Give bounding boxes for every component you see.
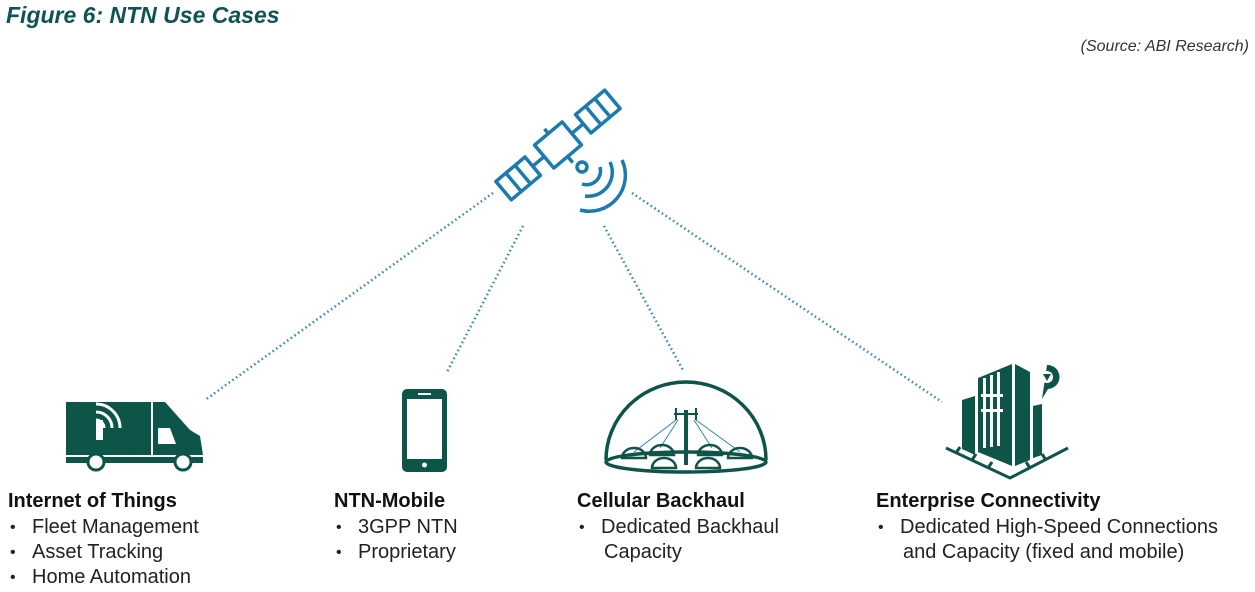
- satellite-icon: [494, 88, 628, 213]
- use-case-heading: NTN-Mobile: [334, 490, 446, 512]
- use-case-cellular-backhaul: Cellular Backhaul Dedicated Backhaul Cap…: [577, 490, 779, 565]
- building-location-icon: [945, 364, 1069, 480]
- use-case-heading: Internet of Things: [8, 490, 177, 512]
- list-item: 3GPP NTN: [334, 515, 458, 540]
- figure-source: (Source: ABI Research): [1080, 38, 1249, 55]
- use-case-enterprise: Enterprise Connectivity Dedicated High-S…: [876, 490, 1218, 565]
- list-item-continuation: and Capacity (fixed and mobile): [903, 541, 1185, 563]
- use-case-ntn-mobile: NTN-Mobile 3GPP NTN Proprietary: [334, 490, 458, 565]
- use-case-heading: Enterprise Connectivity: [876, 490, 1101, 512]
- list-item: Dedicated High-Speed Connections: [876, 515, 1218, 540]
- cell-tower-dome-icon: [604, 380, 768, 474]
- list-item: Home Automation: [8, 565, 199, 590]
- list-item-continuation: Capacity: [604, 541, 682, 563]
- use-case-iot: Internet of Things Fleet Management Asse…: [8, 490, 199, 590]
- link-backhaul: [602, 225, 686, 373]
- figure-title: Figure 6: NTN Use Cases: [6, 2, 280, 28]
- list-item: Fleet Management: [8, 515, 199, 540]
- link-enterprise: [631, 191, 943, 404]
- list-item: Asset Tracking: [8, 540, 199, 565]
- smartphone-icon: [402, 389, 447, 472]
- link-mobile: [445, 225, 525, 373]
- use-case-heading: Cellular Backhaul: [577, 490, 745, 512]
- truck-icon: [66, 402, 203, 472]
- link-iot: [204, 191, 494, 402]
- list-item: Proprietary: [334, 540, 458, 565]
- list-item: Dedicated Backhaul: [577, 515, 779, 540]
